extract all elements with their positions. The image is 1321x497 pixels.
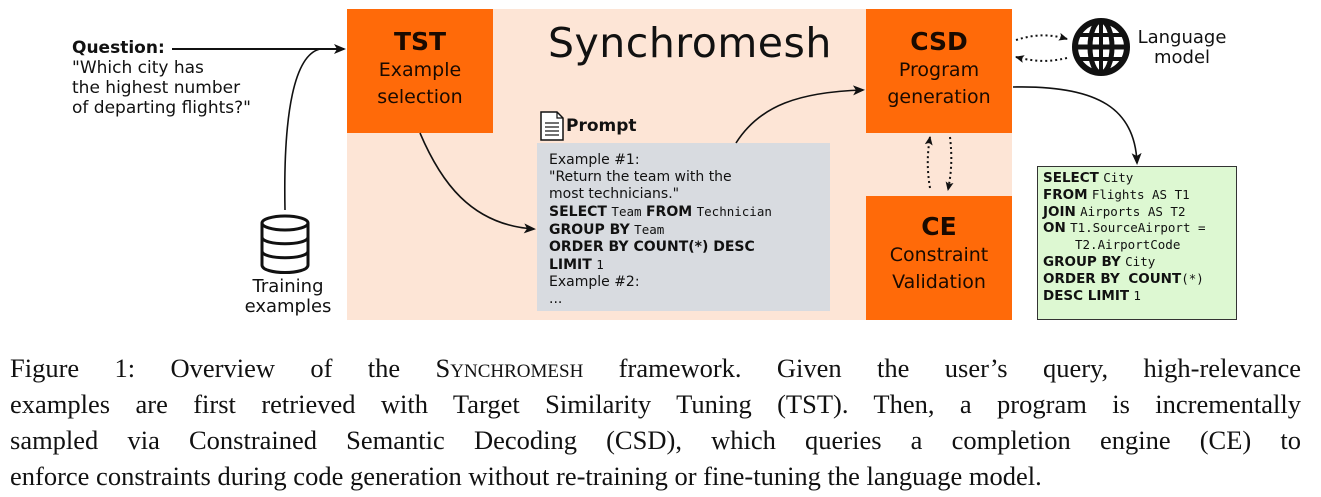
out-sql-join: JOIN Airports AS T2 [1043, 204, 1231, 221]
sql-value: T2.AirportCode [1075, 237, 1181, 253]
question-label: Question: [72, 38, 165, 58]
arrow-lm-to-csd-dotted [1015, 55, 1068, 63]
sql-keyword: DESC LIMIT [1043, 287, 1130, 304]
ce-box: CE Constraint Validation [866, 196, 1012, 320]
prompt-sql-order: ORDER BY COUNT(*) DESC [549, 239, 818, 256]
sql-value: 1 [1133, 287, 1141, 303]
sql-keyword: LIMIT [549, 257, 592, 273]
ce-subtitle-line1: Constraint [889, 244, 989, 266]
sql-keyword: ON [1043, 220, 1066, 237]
sql-value: (*) [1181, 270, 1204, 286]
language-model-label: Language model [1134, 28, 1230, 68]
caption-framework-name: Synchromesh [435, 353, 584, 383]
sql-keyword: FROM [645, 204, 693, 220]
sql-value: City [1125, 253, 1156, 269]
out-sql-desc-limit: DESC LIMIT 1 [1043, 288, 1231, 305]
csd-box: CSD Program generation [866, 9, 1012, 133]
sql-keyword: SELECT [1043, 170, 1099, 186]
out-sql-order: ORDER BY COUNT(*) [1043, 271, 1231, 288]
sql-keyword: GROUP BY [1043, 253, 1121, 270]
training-examples-label: Training examples [233, 277, 343, 317]
sql-keyword: COUNT [1128, 270, 1182, 287]
language-model-line1: Language [1137, 27, 1227, 48]
tst-subtitle-line1: Example [378, 59, 462, 81]
training-examples-line1: Training [252, 276, 324, 297]
out-sql-select: SELECT City [1043, 170, 1231, 187]
sql-keyword: ORDER BY [1043, 270, 1120, 287]
question-text: Question: "Which city has the highest nu… [72, 38, 251, 118]
arrow-csd-to-output [1012, 86, 1142, 165]
caption-line1: Figure 1: Overview of the Synchromesh fr… [10, 350, 1301, 386]
prompt-sql-limit: LIMIT 1 [549, 256, 818, 274]
sql-keyword: JOIN [1043, 203, 1076, 220]
sql-keyword: GROUP BY [549, 222, 630, 238]
csd-title: CSD [910, 27, 968, 56]
ce-title: CE [921, 212, 957, 241]
caption-line2: examples are first retrieved with Target… [10, 389, 1301, 419]
sql-keyword: ORDER BY COUNT(*) DESC [549, 239, 755, 255]
prompt-sql-group: GROUP BY Team [549, 221, 818, 239]
out-sql-on: ON T1.SourceAirport = [1043, 220, 1231, 237]
output-sql-box: SELECT City FROM Flights AS T1 JOIN Airp… [1037, 166, 1237, 320]
training-examples-line2: examples [244, 296, 332, 317]
sql-value: City [1103, 170, 1134, 185]
prompt-example1-question1: "Return the team with the [549, 169, 732, 185]
sql-value: Technician [696, 204, 772, 219]
csd-subtitle-line2: generation [887, 86, 991, 108]
prompt-example1-label: Example #1: [549, 152, 640, 168]
caption-line1-prefix: Figure 1: Overview of the [10, 353, 436, 383]
sql-keyword: FROM [1043, 186, 1088, 203]
question-line1: "Which city has [72, 58, 204, 78]
globe-icon [1072, 18, 1130, 76]
out-sql-group: GROUP BY City [1043, 254, 1231, 271]
caption-line1-suffix: framework. Given the user’s query, high-… [583, 353, 1301, 383]
caption-line4: enforce constraints during code generati… [10, 461, 1042, 491]
language-model-line2: model [1153, 47, 1211, 68]
prompt-example2-label: Example #2: [549, 274, 640, 290]
question-line2: the highest number [72, 78, 241, 98]
sql-value: Flights AS T1 [1091, 186, 1190, 202]
sql-value: Team [634, 222, 665, 237]
caption-line3: sampled via Constrained Semantic Decodin… [10, 425, 1301, 455]
tst-title: TST [393, 27, 447, 56]
sql-value: Airports AS T2 [1080, 203, 1186, 219]
prompt-box: Example #1: "Return the team with the mo… [537, 143, 830, 311]
diagram-title: Synchromesh [548, 19, 832, 67]
prompt-sql-select: SELECT Team FROM Technician [549, 203, 818, 221]
database-icon [260, 214, 310, 274]
tst-box: TST Example selection [347, 9, 493, 133]
figure-caption: Figure 1: Overview of the Synchromesh fr… [10, 350, 1301, 494]
arrow-csd-to-lm-dotted [1015, 32, 1068, 41]
prompt-ellipsis: ... [549, 291, 563, 307]
prompt-example1-question2: most technicians." [549, 186, 680, 202]
arrow-training-to-tst [283, 48, 321, 211]
ce-subtitle-line2: Validation [892, 271, 986, 293]
sql-value: Team [611, 204, 642, 219]
out-sql-on-cont: T2.AirportCode [1043, 237, 1231, 254]
sql-keyword: SELECT [549, 204, 607, 220]
prompt-title: Prompt [566, 116, 637, 136]
sql-value: T1.SourceAirport = [1070, 220, 1206, 236]
sql-value: 1 [596, 257, 604, 272]
question-line3: of departing flights?" [72, 98, 251, 118]
tst-subtitle-line2: selection [377, 86, 463, 108]
csd-subtitle-line1: Program [898, 59, 980, 81]
out-sql-from: FROM Flights AS T1 [1043, 187, 1231, 204]
